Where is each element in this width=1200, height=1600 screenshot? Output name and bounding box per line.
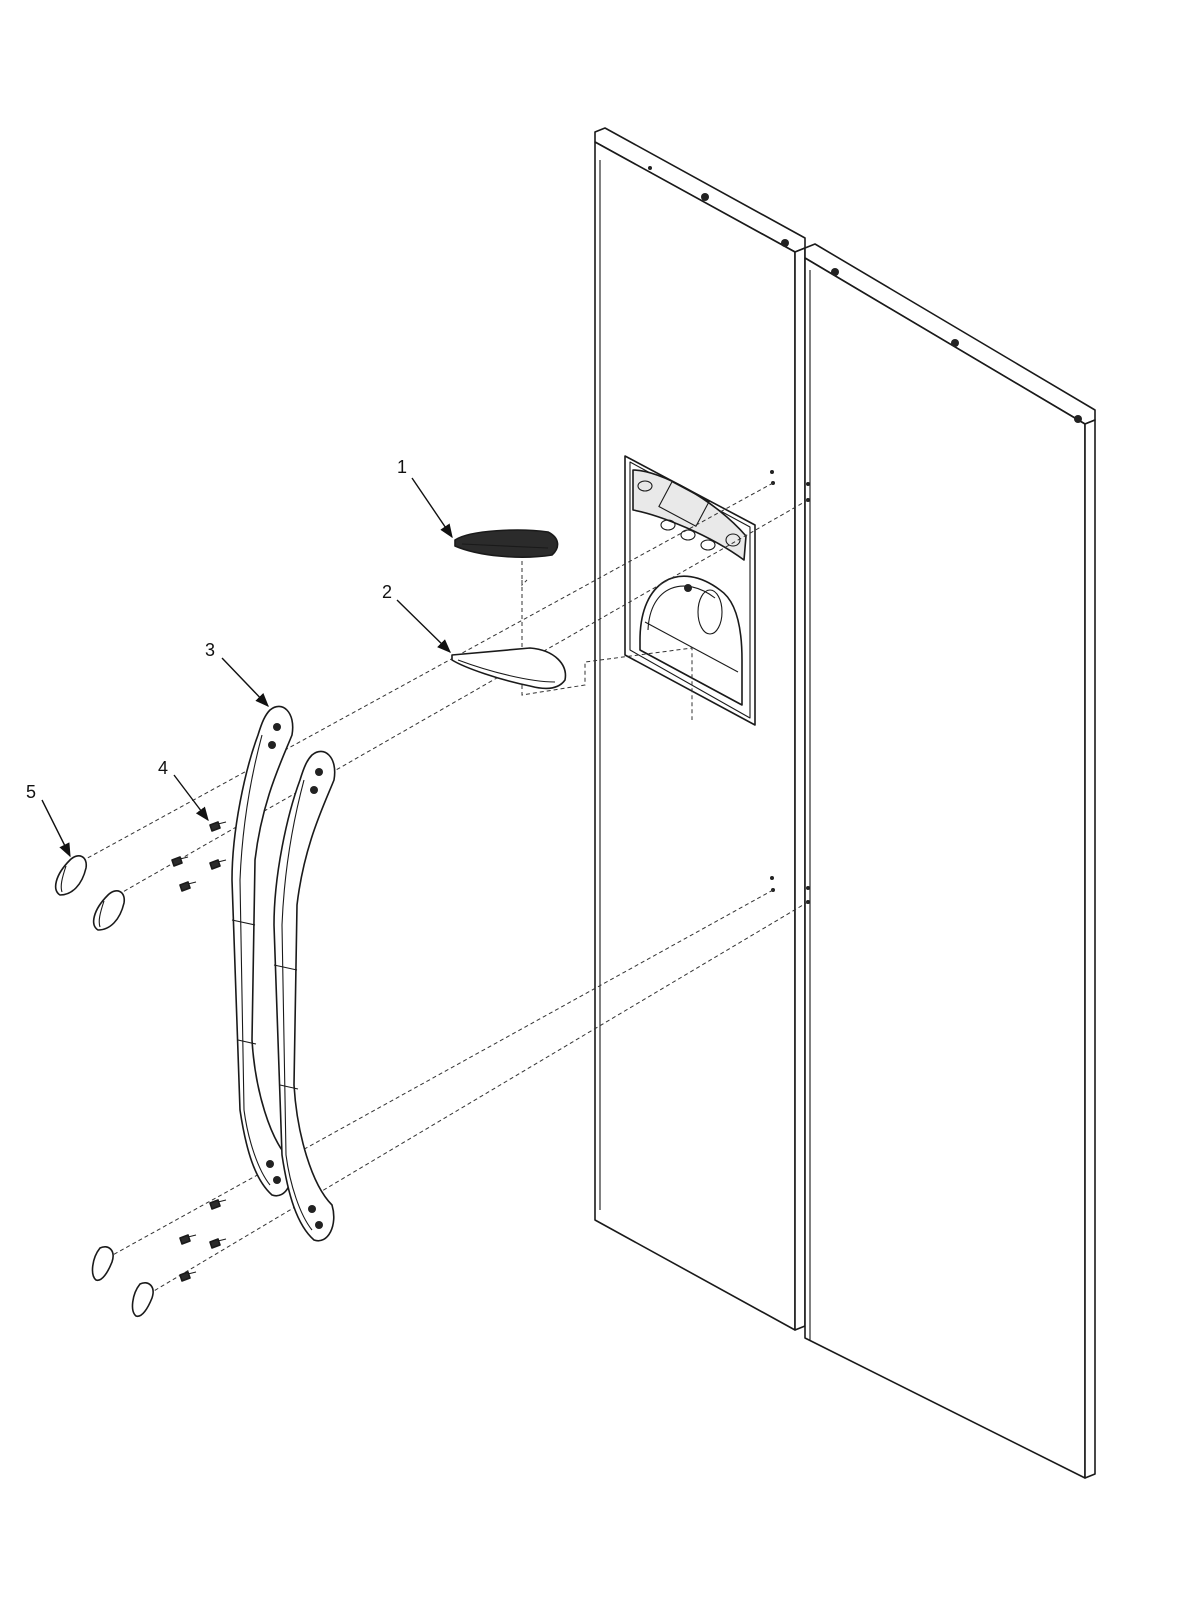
screw-icon	[179, 881, 197, 892]
door-handle-right	[273, 750, 336, 1242]
display-screen	[658, 481, 710, 527]
callout-4-label: 4	[158, 758, 168, 778]
handle-screws	[171, 821, 227, 1282]
screw-icon	[209, 1238, 227, 1249]
callout-leaders	[41, 477, 453, 858]
control-button[interactable]	[660, 519, 676, 531]
screw-icon	[179, 1271, 197, 1282]
dispenser-housing	[624, 455, 756, 726]
control-button[interactable]	[700, 539, 716, 551]
left-door	[594, 127, 806, 1331]
callout-1-label: 1	[397, 457, 407, 477]
handle-end-caps	[54, 855, 154, 1318]
right-door	[804, 243, 1096, 1479]
control-button[interactable]	[725, 533, 741, 547]
screw-icon	[209, 1199, 227, 1210]
callout-2-label: 2	[382, 582, 392, 602]
callout-5-label: 5	[26, 782, 36, 802]
dispenser-grille	[454, 529, 559, 558]
control-button[interactable]	[680, 529, 696, 541]
alignment-lines	[61, 482, 809, 1299]
screw-icon	[209, 821, 227, 832]
callout-3-label: 3	[205, 640, 215, 660]
screw-icon	[179, 1234, 197, 1245]
callout-labels: 1 2 3 4 5	[26, 457, 407, 802]
control-button[interactable]	[637, 480, 653, 492]
screw-icon	[171, 856, 189, 867]
drip-tray	[451, 647, 567, 690]
screw-icon	[209, 859, 227, 870]
dispenser-paddle[interactable]	[697, 589, 723, 635]
